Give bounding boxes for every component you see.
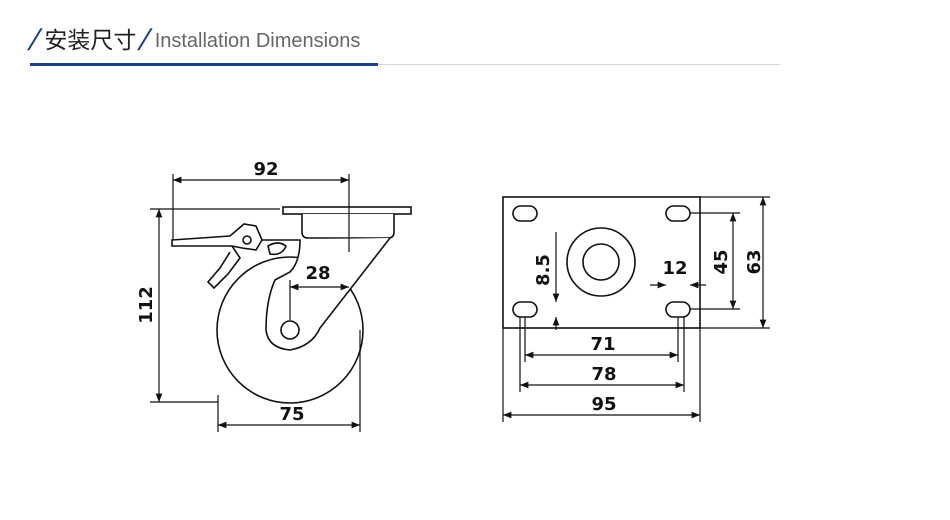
swivel-ring-inner [582,243,620,281]
brake-spring [267,242,287,256]
swivel-housing [301,214,395,239]
dim-label-71: 71 [590,334,615,355]
dim-label-8-5: 8.5 [533,254,554,286]
bolt-slot-bottom-left [512,301,538,318]
dim-label-28: 28 [305,263,330,284]
brake-pedal [171,223,263,251]
mount-plate-side [282,206,412,215]
brake-pivot [242,235,252,245]
side-extension-lines [150,174,361,432]
dim-label-45: 45 [711,249,732,274]
axle-hole [280,320,300,340]
caster-side-view [171,206,412,404]
mount-plate-top-view [502,196,701,329]
bolt-slot-bottom-right [665,301,691,318]
dim-label-75: 75 [279,404,304,425]
header-divider [30,64,780,65]
section-header: / 安装尺寸 / Installation Dimensions [28,22,361,57]
plate-extension-lines [502,196,770,422]
dim-label-92: 92 [253,159,278,180]
header-title-en: Installation Dimensions [154,30,361,52]
header-title-cn: 安装尺寸 [44,28,137,54]
dim-label-78: 78 [591,364,616,385]
brake-lever [206,245,241,290]
dim-label-95: 95 [591,394,616,415]
bolt-slot-top-right [665,205,691,222]
header-accent-bar [30,63,378,66]
dim-label-63: 63 [744,249,765,274]
dim-label-112: 112 [136,286,157,324]
dim-label-12: 12 [662,258,687,279]
bolt-slot-top-left [512,205,538,222]
